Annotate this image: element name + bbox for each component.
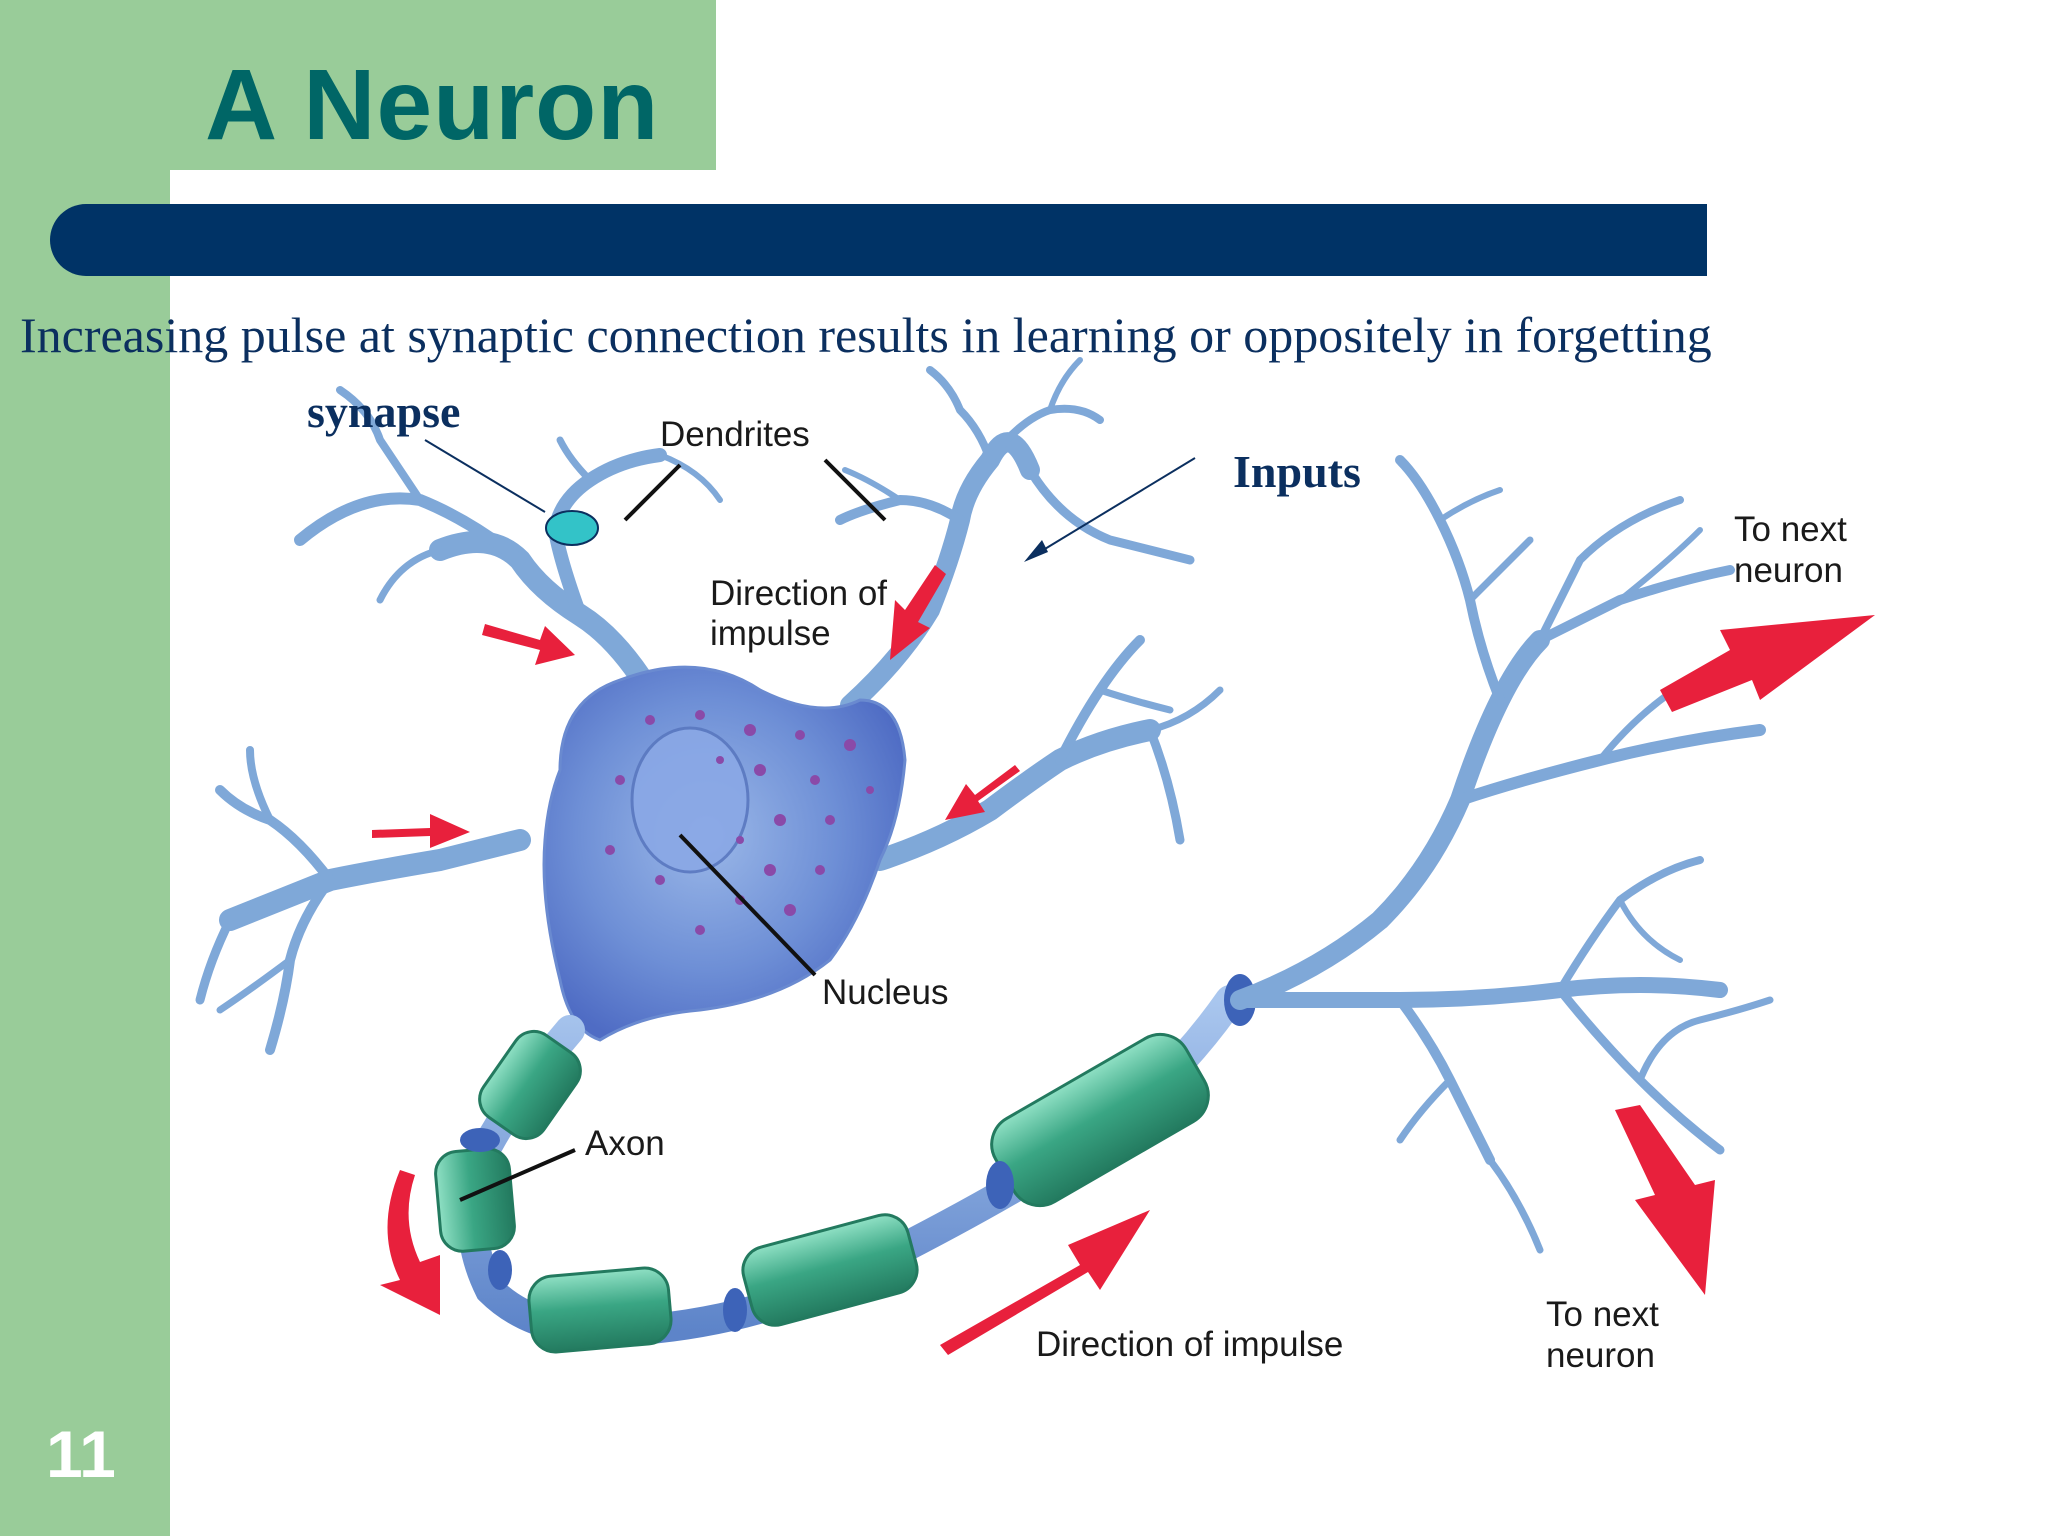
label-direction-of-impulse: Direction of impulse	[1036, 1325, 1343, 1364]
axon-terminals	[1230, 455, 1774, 1254]
slide-subtitle: Increasing pulse at synaptic connection …	[20, 307, 1712, 363]
label-to-next-2: To next	[1546, 1295, 1659, 1334]
myelin-sheath	[434, 1029, 1210, 1354]
synapse-dot	[545, 510, 599, 546]
label-axon: Axon	[585, 1124, 665, 1163]
label-direction-of: Direction of	[710, 574, 887, 613]
label-to-next-1: To next	[1734, 510, 1847, 549]
label-neuron-1: neuron	[1734, 551, 1843, 590]
input-dendrites	[195, 357, 1224, 1055]
nissl-granules	[605, 710, 874, 935]
label-nucleus: Nucleus	[822, 973, 948, 1012]
label-impulse: impulse	[710, 614, 831, 653]
title-panel	[0, 0, 716, 170]
leader-lines	[459, 458, 887, 1202]
annotation-inputs: Inputs	[1233, 446, 1361, 497]
header-bar	[50, 204, 1707, 276]
impulse-arrows	[372, 565, 1875, 1355]
annotation-synapse: synapse	[307, 386, 461, 437]
label-neuron-2: neuron	[1546, 1336, 1655, 1375]
annotation-lines	[424, 439, 1196, 559]
inputs-arrowhead	[1024, 540, 1048, 562]
label-dendrites: Dendrites	[660, 415, 810, 454]
nucleus	[630, 726, 750, 874]
slide-number: 11	[46, 1417, 116, 1491]
slide-title: A Neuron	[205, 49, 660, 161]
